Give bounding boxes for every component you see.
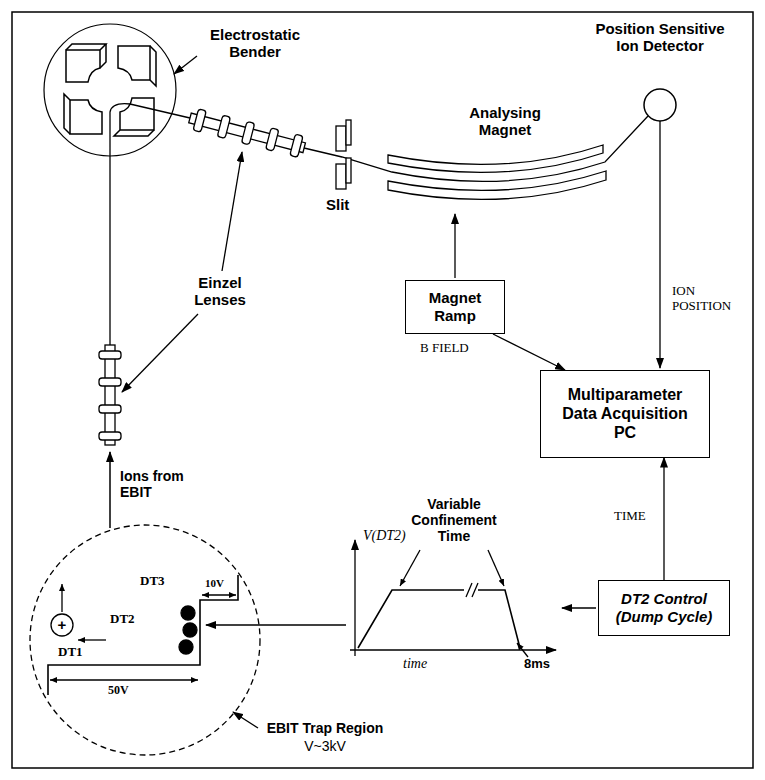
signal-connector xyxy=(493,334,565,370)
part-label: + xyxy=(53,616,71,633)
time-axis xyxy=(350,649,556,650)
part-label: Variable Confinement Time xyxy=(398,496,510,544)
magnet-pole xyxy=(388,145,603,172)
signal-connector xyxy=(663,458,664,580)
control-arrow xyxy=(562,607,596,608)
bender-electrode xyxy=(118,46,156,86)
trapped-ion xyxy=(183,623,197,637)
voltage-axis xyxy=(354,540,355,656)
part-label: Einzel Lenses xyxy=(180,274,260,309)
figure-frame xyxy=(12,12,753,768)
part-label: Electrostatic Bender xyxy=(195,26,315,61)
ion-symbol xyxy=(51,614,73,636)
lens-electrode xyxy=(99,351,121,359)
dimension-arrow xyxy=(202,594,236,595)
part-label: DT3 xyxy=(140,574,180,589)
part-label: EBIT Trap Region xyxy=(250,720,400,736)
part-label: time xyxy=(403,656,443,672)
part-label: ION POSITION xyxy=(672,284,750,314)
lens-electrode xyxy=(241,121,254,144)
lens-electrode xyxy=(193,109,206,132)
trap-drive-arrow xyxy=(206,624,346,626)
dt2-trace xyxy=(358,590,520,648)
leader-arrow xyxy=(174,56,197,74)
dump-waveform xyxy=(206,540,596,657)
instrument-box: Magnet Ramp xyxy=(405,280,505,334)
bracket-arrow xyxy=(488,550,504,586)
lens-tube xyxy=(189,113,306,152)
leader-arrow xyxy=(517,643,528,657)
instrument-box: DT2 Control (Dump Cycle) xyxy=(598,580,730,636)
box-label: DT2 Control (Dump Cycle) xyxy=(608,590,720,626)
ion-arrow xyxy=(78,639,106,640)
ion-extraction-arrow xyxy=(109,452,111,528)
ion-detector xyxy=(644,89,676,121)
einzel-lens xyxy=(99,345,121,445)
lens-electrode xyxy=(266,128,279,151)
lens-electrode xyxy=(99,405,121,413)
part-label: Analysing Magnet xyxy=(450,104,560,139)
part-label: V~3kV xyxy=(250,738,400,754)
part-label: DT1 xyxy=(58,645,98,660)
ebit-trap-region xyxy=(30,525,260,755)
bender-electrode xyxy=(64,94,102,134)
magnet-pole xyxy=(388,171,606,199)
part-label: Slit xyxy=(326,196,366,213)
einzel-lens xyxy=(187,107,307,158)
part-label: V(DT2) xyxy=(363,528,423,544)
leader-arrow xyxy=(222,152,242,271)
ion-arrow xyxy=(61,584,62,612)
part-label: Position Sensitive Ion Detector xyxy=(585,20,735,55)
trapped-ion xyxy=(181,606,195,620)
part-label: 10V xyxy=(205,577,235,590)
signal-label: TIME xyxy=(612,508,648,524)
part-label: 8ms xyxy=(524,657,564,672)
slit xyxy=(336,120,351,189)
signal-label: B FIELD xyxy=(418,340,471,356)
box-label: Magnet Ramp xyxy=(414,289,496,325)
part-label: 50V xyxy=(108,684,148,698)
trap-potential xyxy=(48,575,238,695)
leader-arrow xyxy=(122,314,198,392)
instrument-box: Multiparameter Data Acquisition PC xyxy=(540,370,710,458)
lens-tube xyxy=(105,345,115,445)
bracket-arrow xyxy=(400,550,420,586)
trap-region-outline xyxy=(30,525,260,755)
box-label: Multiparameter Data Acquisition PC xyxy=(555,385,695,443)
ion-position-wire xyxy=(659,121,660,368)
leader-arrow xyxy=(233,712,258,728)
ion-beam xyxy=(110,104,648,345)
lens-electrode xyxy=(290,134,303,157)
bender-electrode xyxy=(66,44,106,82)
analysing-magnet xyxy=(388,145,606,199)
trapped-ion xyxy=(179,640,193,654)
lens-electrode xyxy=(217,115,230,138)
part-label: DT2 xyxy=(110,612,150,627)
dimension-arrow xyxy=(50,679,198,680)
part-label: Ions from EBIT xyxy=(120,468,200,500)
lens-electrode xyxy=(99,378,121,386)
time-break xyxy=(466,583,478,597)
ramp-to-magnet-arrow xyxy=(454,214,455,278)
lens-electrode xyxy=(99,432,121,440)
